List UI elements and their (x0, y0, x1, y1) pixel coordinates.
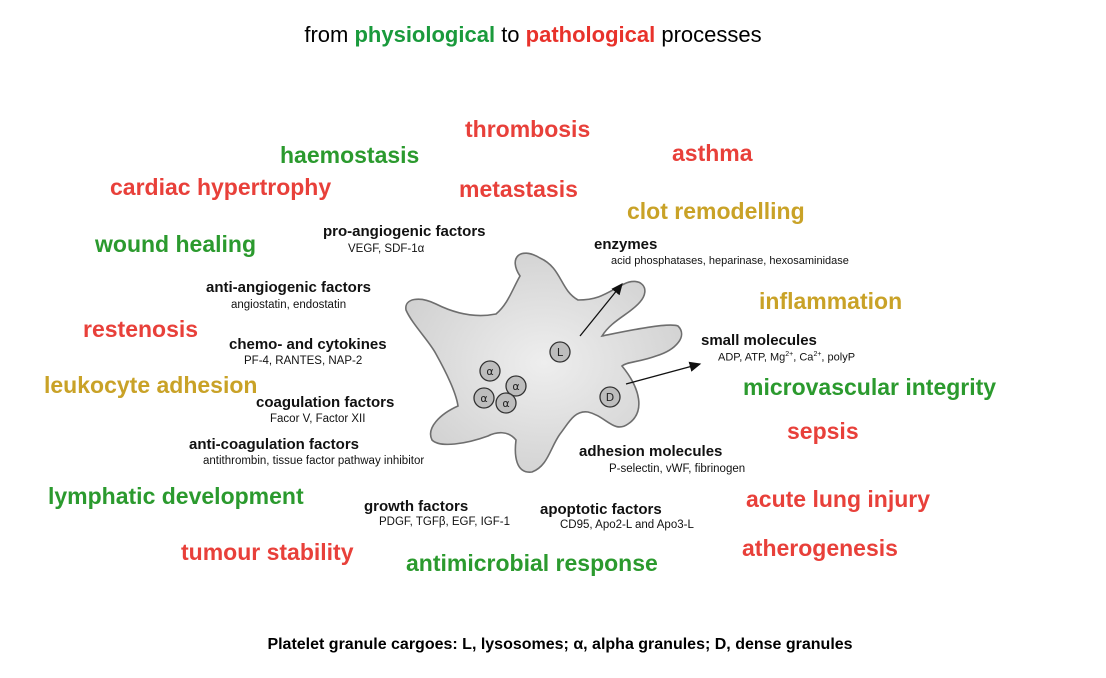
cargo-growth-name: growth factors (364, 498, 469, 515)
granule-dense: D (599, 386, 621, 408)
cargo-anti-coagulation: anti-coagulation factors antithrombin, t… (189, 436, 424, 467)
cargo-chemokines: chemo- and cytokines PF-4, RANTES, NAP-2 (229, 336, 387, 367)
cargo-anti-coagulation-examples: antithrombin, tissue factor pathway inhi… (203, 455, 425, 467)
cargo-growth: growth factors PDGF, TGFβ, EGF, IGF-1 (364, 498, 510, 528)
process-microvascular-integrity: microvascular integrity (743, 374, 997, 400)
cargo-coagulation: coagulation factors Facor V, Factor XII (256, 394, 394, 425)
cargo-coagulation-name: coagulation factors (256, 394, 395, 411)
svg-text:α: α (502, 397, 509, 410)
cargo-pro-angiogenic-examples: VEGF, SDF-1α (348, 243, 425, 255)
cargo-small-molecules: small molecules ADP, ATP, Mg2+, Ca2+, po… (701, 332, 855, 364)
cargo-apoptotic: apoptotic factors CD95, Apo2-L and Apo3-… (540, 501, 694, 531)
process-atherogenesis: atherogenesis (742, 535, 898, 561)
process-thrombosis: thrombosis (465, 116, 591, 142)
cargo-adhesion: adhesion molecules P-selectin, vWF, fibr… (579, 443, 745, 475)
figure-caption: Platelet granule cargoes: L, lysosomes; … (267, 636, 853, 653)
granule-alpha-4: α (495, 392, 517, 414)
granule-alpha-1: α (479, 360, 501, 382)
process-restenosis: restenosis (83, 316, 199, 342)
cargo-anti-angiogenic: anti-angiogenic factors angiostatin, end… (206, 279, 371, 311)
title-suffix: processes (661, 22, 762, 47)
svg-text:α: α (486, 365, 493, 378)
svg-text:α: α (480, 392, 487, 405)
process-sepsis: sepsis (787, 418, 859, 444)
svg-text:D: D (606, 391, 614, 404)
svg-text:α: α (512, 380, 519, 393)
process-wound-healing: wound healing (95, 231, 256, 257)
process-metastasis: metastasis (459, 176, 578, 202)
granule-alpha-3: α (473, 387, 495, 409)
granule-lysosome: L (549, 341, 571, 363)
cargo-enzymes: enzymes acid phosphatases, heparinase, h… (594, 236, 849, 267)
cargo-anti-coagulation-name: anti-coagulation factors (189, 436, 360, 453)
cargo-coagulation-examples: Facor V, Factor XII (270, 413, 366, 425)
process-leukocyte-adhesion: leukocyte adhesion (44, 372, 258, 398)
title-middle: to (501, 22, 520, 47)
title-physiological: physiological (354, 22, 496, 47)
enzymes-arrow (579, 282, 623, 337)
cargo-growth-examples: PDGF, TGFβ, EGF, IGF-1 (379, 516, 510, 528)
process-haemostasis: haemostasis (280, 142, 420, 168)
process-inflammation: inflammation (759, 288, 903, 314)
process-asthma: asthma (672, 140, 753, 166)
title-prefix: from (304, 22, 349, 47)
small-molecules-arrow (625, 361, 702, 385)
title-pathological: pathological (525, 22, 656, 47)
cargo-pro-angiogenic: pro-angiogenic factors VEGF, SDF-1α (323, 223, 486, 255)
cargo-adhesion-name: adhesion molecules (579, 443, 723, 460)
cargo-adhesion-examples: P-selectin, vWF, fibrinogen (609, 463, 746, 475)
cargo-pro-angiogenic-name: pro-angiogenic factors (323, 223, 486, 240)
process-clot-remodelling: clot remodelling (627, 198, 805, 224)
svg-text:L: L (557, 346, 564, 359)
cargo-enzymes-name: enzymes (594, 236, 658, 253)
cargo-anti-angiogenic-examples: angiostatin, endostatin (231, 299, 347, 311)
cargo-small-molecules-examples: ADP, ATP, Mg2+, Ca2+, polyP (718, 351, 856, 364)
cargo-apoptotic-examples: CD95, Apo2-L and Apo3-L (560, 519, 694, 531)
platelet-body (405, 252, 683, 473)
process-acute-lung-injury: acute lung injury (746, 486, 931, 512)
cargo-apoptotic-name: apoptotic factors (540, 501, 662, 518)
cargo-chemokines-examples: PF-4, RANTES, NAP-2 (244, 355, 363, 367)
diagram-title: from physiological to pathological proce… (0, 22, 1066, 48)
process-cardiac-hypertrophy: cardiac hypertrophy (110, 174, 332, 200)
cargo-anti-angiogenic-name: anti-angiogenic factors (206, 279, 372, 296)
process-lymphatic-development: lymphatic development (48, 483, 304, 509)
process-antimicrobial-response: antimicrobial response (406, 550, 658, 576)
cargo-enzymes-examples: acid phosphatases, heparinase, hexosamin… (611, 255, 849, 267)
cargo-small-molecules-name: small molecules (701, 332, 817, 349)
process-tumour-stability: tumour stability (181, 539, 354, 565)
cargo-chemokines-name: chemo- and cytokines (229, 336, 387, 353)
granule-alpha-2: α (505, 375, 527, 397)
